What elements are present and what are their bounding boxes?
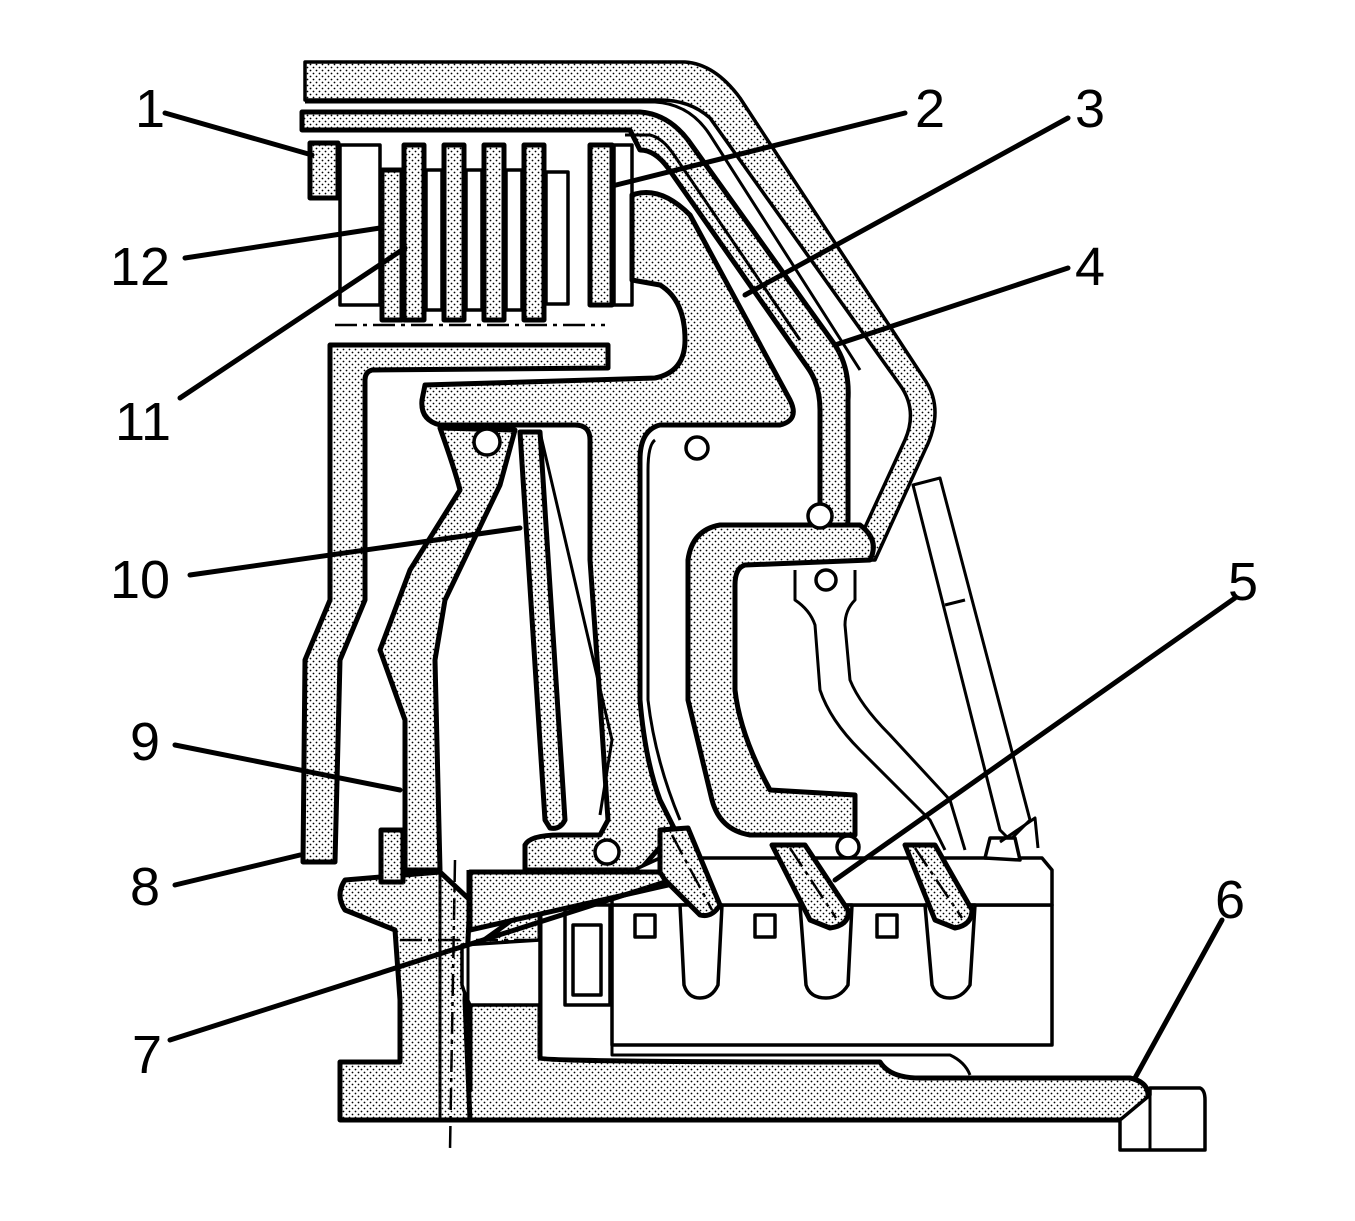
- apply-plate-right: [902, 842, 975, 931]
- outer-sleeve: [793, 570, 947, 851]
- callout-6: 6: [1215, 870, 1245, 930]
- leader-6: [1132, 917, 1225, 1081]
- leader-11: [177, 245, 408, 401]
- leader-1: [162, 110, 315, 158]
- drawing: [162, 60, 1238, 1152]
- callout-3: 3: [1075, 79, 1105, 139]
- inner-drum-line: [646, 438, 682, 821]
- check-ball: [835, 834, 861, 860]
- callout-8: 8: [130, 857, 160, 917]
- leader-2: [609, 110, 908, 189]
- check-ball: [814, 568, 838, 592]
- leader-3: [742, 115, 1071, 298]
- leader-12: [182, 225, 383, 261]
- carrier-bolt: [875, 913, 899, 939]
- leader-9: [172, 742, 403, 793]
- apply-plate: [769, 842, 851, 931]
- carrier-bolt: [633, 913, 657, 939]
- callout-9: 9: [130, 712, 160, 772]
- thrust-washer: [467, 869, 671, 933]
- leader-4: [832, 265, 1071, 348]
- piston: [377, 425, 518, 873]
- check-ball: [472, 427, 502, 457]
- leader-8: [172, 852, 303, 888]
- callout-4: 4: [1075, 237, 1105, 297]
- callout-1: 1: [135, 79, 165, 139]
- left-hub: [337, 869, 473, 1123]
- carrier-bolt: [753, 913, 777, 939]
- callout-12: 12: [110, 237, 170, 297]
- shaft-end: [1118, 1086, 1207, 1152]
- snap-ring-left: [307, 140, 341, 201]
- outer-sleeve-2: [843, 570, 967, 851]
- side-block-inner: [571, 923, 603, 997]
- apply-plate-left-center: [670, 834, 714, 911]
- end-cap-right: [983, 836, 1022, 862]
- callout-5: 5: [1228, 552, 1258, 612]
- drum-groove: [625, 133, 802, 341]
- clutch-pack: [338, 142, 634, 323]
- piston-housing: [300, 342, 611, 865]
- inner-drum: [685, 522, 876, 838]
- carrier-tooth: [678, 903, 724, 1000]
- spring-plate: [517, 429, 568, 831]
- housing-inner-line: [305, 100, 862, 371]
- leader-10: [187, 525, 523, 578]
- check-ball: [806, 502, 834, 530]
- shell-divider: [944, 598, 966, 607]
- check-ball: [593, 838, 621, 866]
- spring-plate-line: [538, 431, 614, 816]
- callout-labels: 1 2 3 4 5 6 7 8 9 10 11 12: [110, 79, 1258, 1085]
- check-ball: [684, 435, 710, 461]
- leader-7: [167, 879, 668, 1043]
- leader-5: [832, 595, 1238, 883]
- apply-plate-center: [788, 847, 838, 919]
- support-step-line: [610, 1045, 972, 1076]
- clutch-hub: [419, 190, 796, 873]
- end-cap-clip: [999, 816, 1040, 849]
- outer-housing: [303, 60, 937, 562]
- shaft-centerline: [448, 859, 457, 1151]
- apply-plate-left: [657, 825, 723, 918]
- apply-plate-right-center: [913, 847, 964, 919]
- hub-key: [378, 827, 406, 885]
- callout-2: 2: [915, 79, 945, 139]
- callout-7: 7: [132, 1025, 162, 1085]
- callout-11: 11: [115, 392, 171, 452]
- callout-10: 10: [110, 550, 170, 610]
- seal-piece: [460, 938, 542, 1007]
